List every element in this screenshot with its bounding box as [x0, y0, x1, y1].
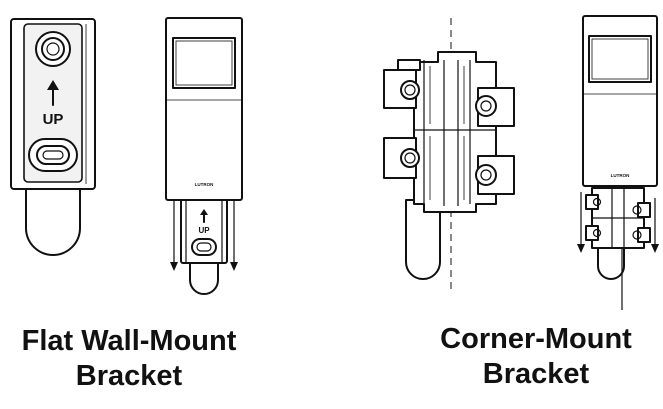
- device-display: [172, 37, 236, 89]
- screw-icon: [592, 197, 602, 207]
- screw-icon: [632, 205, 642, 215]
- flat-wall-mount-device-view: UP LUTRON: [165, 17, 243, 295]
- device-display: [588, 35, 652, 83]
- slide-down-arrow-icon: [651, 198, 659, 253]
- bracket-tab: [189, 261, 219, 295]
- screw-icon: [475, 95, 497, 117]
- slide-down-arrow-icon: [230, 200, 238, 271]
- corner-mount-bracket-front: [383, 18, 515, 290]
- bracket-tab: [25, 185, 81, 256]
- slot-icon: [28, 138, 78, 172]
- screw-icon: [632, 230, 642, 240]
- bracket-tab: [405, 199, 441, 280]
- caption-corner-mount: Corner-Mount Bracket: [420, 322, 652, 392]
- caption-line: Bracket: [482, 358, 590, 390]
- flat-wall-mount-bracket-front: UP: [10, 18, 96, 256]
- slide-down-arrow-icon: [577, 192, 585, 253]
- screw-icon: [475, 164, 497, 186]
- caption-line: Flat Wall-Mount: [21, 325, 237, 357]
- up-arrow-icon: [47, 80, 59, 106]
- screw-icon: [400, 80, 420, 100]
- caption-flat-wall-mount: Flat Wall-Mount Bracket: [0, 324, 258, 394]
- up-label: UP: [43, 111, 64, 128]
- device-logo: LUTRON: [611, 173, 630, 178]
- caption-line: Corner-Mount: [440, 323, 632, 355]
- screw-icon: [592, 228, 602, 238]
- bracket-tab: [597, 245, 625, 280]
- small-up-label: UP: [198, 226, 210, 235]
- corner-mount-device-view: LUTRON: [577, 15, 659, 310]
- screw-icon: [400, 148, 420, 168]
- caption-line: Bracket: [75, 360, 183, 392]
- slide-down-arrow-icon: [170, 200, 178, 271]
- device-logo: LUTRON: [195, 182, 214, 187]
